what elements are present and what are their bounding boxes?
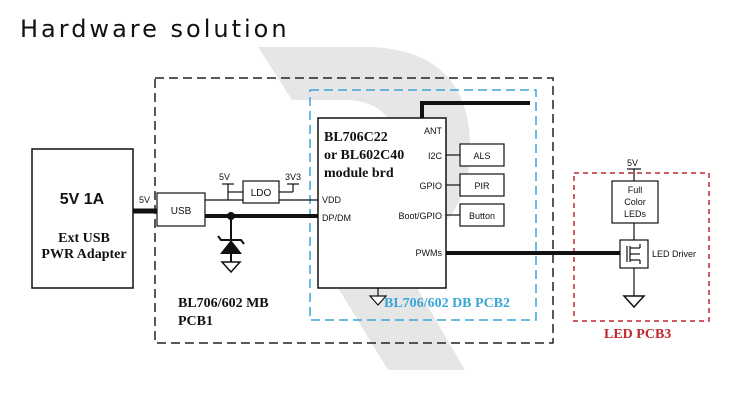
- pwms-pin-label: PWMs: [416, 248, 443, 258]
- als-box: [459, 143, 505, 167]
- module-line2: or BL602C40: [324, 148, 404, 163]
- led-ground-icon: [622, 295, 646, 309]
- module-line3: module brd: [324, 166, 394, 181]
- i2c-pin-label: I2C: [428, 151, 443, 161]
- tvs-diode-icon: [220, 240, 242, 254]
- leds-line3: LEDs: [624, 209, 647, 219]
- ground-icon: [220, 261, 242, 274]
- pcb3-label: LED PCB3: [604, 327, 671, 342]
- pcb1-label-line2: PCB1: [178, 314, 213, 329]
- ldo-in-label: 5V: [219, 172, 230, 182]
- button-label: Button: [469, 211, 495, 221]
- adapter-line2: PWR Adapter: [41, 247, 126, 262]
- pcb3-boundary: [573, 172, 710, 322]
- module-box: [317, 117, 447, 289]
- mosfet-icon: [626, 244, 641, 264]
- tvs-diode-bar: [217, 235, 245, 245]
- adapter-out-label: 5V: [139, 195, 150, 205]
- adapter-line1: Ext USB: [58, 231, 110, 246]
- dpdm-pin-label: DP/DM: [322, 213, 351, 223]
- pir-box: [459, 173, 505, 197]
- leds-line1: Full: [628, 185, 643, 195]
- led-supply-label: 5V: [627, 158, 638, 168]
- ant-pin-label: ANT: [424, 126, 443, 136]
- antenna-trace: [420, 101, 530, 118]
- gpio-pin-label: GPIO: [419, 181, 442, 191]
- ldo-out-label: 3V3: [285, 172, 301, 182]
- leds-line2: Color: [624, 197, 646, 207]
- usb-box: [156, 192, 206, 227]
- module-ground-icon: [368, 295, 388, 306]
- adapter-rating: 5V 1A: [60, 191, 105, 208]
- page-title: Hardware solution: [20, 15, 290, 43]
- full-color-leds-box: [611, 180, 659, 224]
- boot-gpio-pin-label: Boot/GPIO: [398, 211, 442, 221]
- usb-label: USB: [171, 206, 192, 217]
- pcb2-boundary: [309, 89, 537, 321]
- adapter-box: [31, 148, 134, 289]
- vdd-pin-label: VDD: [322, 195, 342, 205]
- button-box: [459, 203, 505, 227]
- led-driver-label: LED Driver: [652, 249, 696, 259]
- module-line1: BL706C22: [324, 130, 388, 145]
- ldo-label: LDO: [251, 188, 272, 199]
- pcb2-label: BL706/602 DB PCB2: [384, 296, 510, 311]
- pcb1-label-line1: BL706/602 MB: [178, 296, 269, 311]
- als-label: ALS: [473, 151, 490, 161]
- pir-label: PIR: [474, 181, 490, 191]
